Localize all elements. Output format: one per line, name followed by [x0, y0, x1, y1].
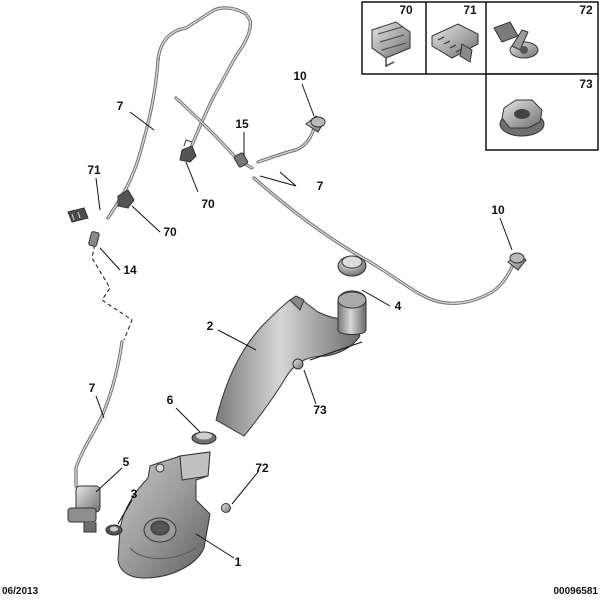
leader-lines	[95, 83, 513, 559]
callout-15: 15	[235, 117, 249, 131]
inset-cell-70: 70	[371, 3, 413, 68]
inset-label-73: 73	[579, 77, 593, 91]
clip-70-left	[117, 189, 135, 209]
connector-15	[233, 152, 249, 168]
screw-icon	[493, 21, 539, 59]
callout-7: 7	[317, 179, 324, 193]
inset-cell-71: 71	[431, 3, 479, 63]
callout-5: 5	[123, 455, 130, 469]
callout-10: 10	[491, 203, 505, 217]
callout-14: 14	[123, 263, 137, 277]
callout-72: 72	[255, 461, 269, 475]
inset-cell-72: 72	[493, 3, 593, 59]
reservoir-tank-1	[117, 451, 211, 579]
clip-icon	[371, 21, 411, 68]
callout-7: 7	[89, 381, 96, 395]
callout-71: 71	[87, 163, 101, 177]
seal-6	[191, 431, 217, 445]
callout-73: 73	[313, 403, 327, 417]
callout-2: 2	[207, 319, 214, 333]
footer-reference-number: 00096581	[554, 586, 599, 597]
inset-parts-panel: 70 71 72 73	[361, 1, 599, 151]
nozzle-10-upper	[305, 115, 326, 133]
callout-6: 6	[167, 393, 174, 407]
hose-10-upper	[256, 126, 316, 164]
screw-72	[221, 503, 231, 513]
nut-73	[292, 358, 304, 370]
clip-70-upper	[179, 139, 197, 163]
washer-pump-5	[67, 485, 101, 533]
callout-3: 3	[131, 487, 138, 501]
footer-date: 06/2013	[2, 586, 39, 597]
callout-4: 4	[395, 299, 402, 313]
connector-14	[88, 231, 100, 247]
callout-7: 7	[117, 99, 124, 113]
callout-1: 1	[235, 555, 242, 569]
callout-70: 70	[201, 197, 215, 211]
hose-routing-dashed	[91, 237, 133, 341]
nut-icon	[499, 99, 545, 137]
seal-3	[105, 524, 123, 536]
retaining-clip-icon	[431, 23, 479, 63]
callout-70: 70	[163, 225, 177, 239]
filler-cap-4	[337, 255, 367, 277]
callout-10: 10	[293, 69, 307, 83]
inset-label-72: 72	[579, 3, 593, 17]
inset-label-70: 70	[399, 3, 413, 17]
inset-cell-73: 73	[499, 77, 593, 137]
filler-neck-2	[215, 290, 367, 437]
hose-7-left	[106, 58, 160, 220]
callout-labels: 7 15 10 70 7 71 70 10 14 4 2 73 6 7 5 3 …	[87, 69, 505, 569]
inset-label-71: 71	[463, 3, 477, 17]
hose-7-upper	[156, 6, 252, 162]
clip-71	[67, 207, 89, 223]
nozzle-10-right	[507, 252, 527, 271]
hose-7-lower	[74, 340, 124, 488]
hose-7-right	[252, 176, 516, 305]
